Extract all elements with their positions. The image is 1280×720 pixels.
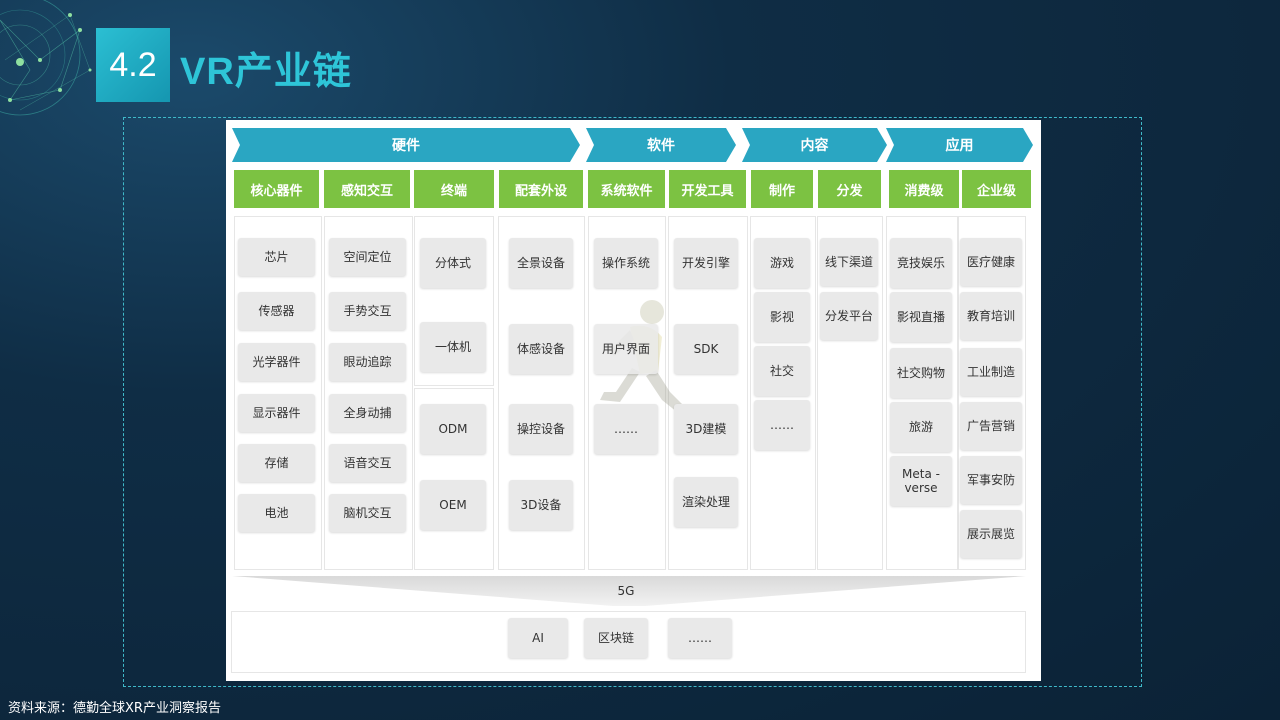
item-manufacturing: 工业制造 [960,348,1022,396]
group-production: 制作 [751,170,813,208]
item-software-more: …… [594,404,658,454]
item-distribution-platform: 分发平台 [820,292,878,340]
item-social-shopping: 社交购物 [890,348,952,398]
item-chip: 芯片 [238,238,315,276]
item-3d-modeling: 3D建模 [674,404,738,454]
group-dev-tools: 开发工具 [669,170,746,208]
item-social: 社交 [754,346,810,396]
item-offline-channel: 线下渠道 [820,238,878,286]
source-note: 资料来源：德勤全球XR产业洞察报告 [8,701,221,716]
section-number: 4.2 [96,28,170,102]
group-core-components: 核心器件 [234,170,319,208]
item-rendering: 渲染处理 [674,477,738,527]
item-display: 显示器件 [238,394,315,432]
item-exhibition: 展示展览 [960,510,1022,558]
item-eye-tracking: 眼动追踪 [329,343,406,381]
stage-hardware: 硬件 [232,128,580,162]
stage-content: 内容 [742,128,887,162]
item-film: 影视 [754,292,810,342]
item-defense: 军事安防 [960,456,1022,504]
item-battery: 电池 [238,494,315,532]
item-live-streaming: 影视直播 [890,292,952,342]
item-voice: 语音交互 [329,444,406,482]
item-panoramic: 全景设备 [509,238,573,288]
stage-application: 应用 [886,128,1033,162]
item-sensor: 传感器 [238,292,315,330]
item-body-capture: 全身动捕 [329,394,406,432]
5g-label: 5G [617,584,635,598]
globe-network-decoration [0,0,92,116]
item-metaverse: Meta - verse [890,456,952,506]
item-content-more: …… [754,400,810,450]
item-tourism: 旅游 [890,402,952,452]
item-advertising: 广告营销 [960,402,1022,450]
item-healthcare: 医疗健康 [960,238,1022,286]
group-enterprise: 企业级 [962,170,1031,208]
item-os: 操作系统 [594,238,658,288]
item-motion-sensing: 体感设备 [509,324,573,374]
vr-industry-chain-diagram: 硬件 软件 内容 应用 核心器件 感知交互 终端 配套外设 系统软件 开发工具 … [226,120,1041,681]
item-tethered: 分体式 [420,238,486,288]
item-spatial-positioning: 空间定位 [329,238,406,276]
dashed-frame [123,117,1142,687]
item-gesture: 手势交互 [329,292,406,330]
item-engine: 开发引擎 [674,238,738,288]
item-infra-more: …… [668,618,732,658]
group-interaction: 感知交互 [324,170,410,208]
item-ai: AI [508,618,568,658]
group-peripherals: 配套外设 [499,170,583,208]
item-education: 教育培训 [960,292,1022,340]
item-optics: 光学器件 [238,343,315,381]
item-games: 游戏 [754,238,810,288]
item-storage: 存储 [238,444,315,482]
item-bci: 脑机交互 [329,494,406,532]
item-oem: OEM [420,480,486,530]
item-ui: 用户界面 [594,324,658,374]
stage-software: 软件 [586,128,736,162]
group-distribution: 分发 [818,170,881,208]
item-3d-device: 3D设备 [509,480,573,530]
group-terminal: 终端 [414,170,494,208]
group-system-software: 系统软件 [588,170,665,208]
item-standalone: 一体机 [420,322,486,372]
item-sdk: SDK [674,324,738,374]
item-blockchain: 区块链 [584,618,648,658]
page-title: VR产业链 [180,51,352,93]
item-odm: ODM [420,404,486,454]
item-esports: 竞技娱乐 [890,238,952,288]
item-controller: 操控设备 [509,404,573,454]
group-consumer: 消费级 [889,170,959,208]
